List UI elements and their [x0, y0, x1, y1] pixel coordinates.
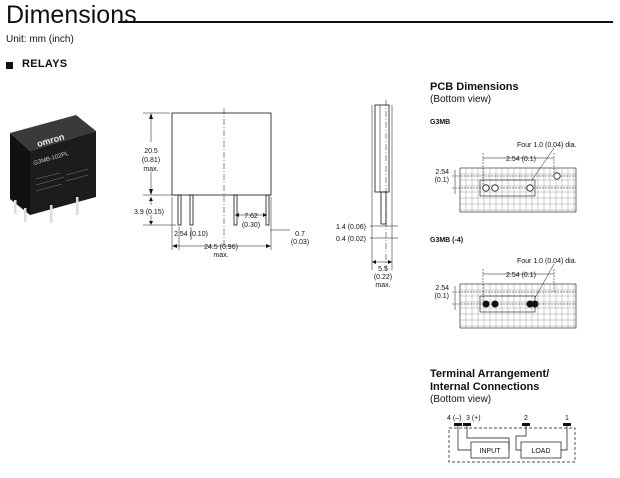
dim-arrow	[172, 244, 177, 248]
pcb-label-g3mb: G3MB	[430, 119, 451, 126]
section-title: RELAYS	[22, 58, 68, 70]
relay-marking-line	[35, 172, 61, 180]
hole-note-g3mb4: Four 1.0 (0.04) dia.	[517, 258, 577, 265]
row-label-a-g3mb: 2.54	[435, 169, 449, 176]
terminal-wire	[561, 425, 568, 451]
row-label-b-g3mb: (0.1)	[435, 177, 449, 184]
dim-arrow	[149, 221, 153, 225]
front-pin-3	[233, 194, 238, 226]
relay-pin	[24, 208, 27, 222]
relay-photo: omron G3MB-102PL	[10, 115, 96, 223]
pcb-hole-filled	[526, 300, 534, 308]
relay-pin	[14, 200, 17, 214]
pcb-hole-filled	[491, 300, 499, 308]
dim-arrow	[235, 213, 239, 217]
dim-pin-thick-inch: (0.03)	[291, 239, 309, 246]
pcb-hole-filled	[531, 300, 539, 308]
terminal-pin-mark	[563, 423, 571, 426]
dim-arrow	[149, 197, 153, 201]
dim-pin-length: 3.9 (0.15)	[134, 209, 164, 216]
dim-depth: 5.5	[378, 266, 388, 273]
pcb-label-g3mb-4: G3MB (-4)	[430, 237, 464, 244]
terminal-wire	[457, 425, 471, 451]
load-label: LOAD	[531, 448, 550, 455]
dim-depth-max: max.	[375, 282, 390, 289]
hole-note-g3mb: Four 1.0 (0.04) dia.	[517, 142, 577, 149]
pcb-hole	[526, 184, 534, 192]
dim-pin-pitch: 2.54 (0.10)	[174, 231, 208, 238]
hole-leader	[534, 263, 555, 299]
side-view-body	[374, 104, 390, 193]
pcb-hole-filled	[482, 300, 490, 308]
unit-note: Unit: mm (inch)	[6, 34, 74, 45]
dim-arrow	[149, 189, 153, 195]
hole-leader	[531, 147, 555, 181]
terminal-title-line1: Terminal Arrangement/	[430, 368, 550, 380]
terminal-outline	[448, 427, 576, 463]
terminal-wire	[515, 425, 527, 451]
page-title: Dimensions	[6, 1, 137, 29]
pcb-hole	[553, 172, 561, 180]
terminal-pin-mark	[522, 423, 530, 426]
terminal-subtitle: (Bottom view)	[430, 394, 492, 405]
pcb-subtitle: (Bottom view)	[430, 94, 492, 105]
pcb-grid-g3mb-4	[459, 283, 577, 329]
dim-pin-width-b: 0.4 (0.02)	[336, 236, 366, 243]
dim-arrow	[266, 244, 271, 248]
front-view-body	[171, 112, 272, 196]
section-square-icon	[6, 62, 13, 69]
front-pin-2	[189, 194, 194, 226]
relay-top-face	[10, 115, 96, 151]
relay-marking-line	[35, 176, 65, 186]
relay-marking-line	[65, 174, 89, 182]
side-pin	[380, 191, 387, 225]
pcb-grid-border	[459, 167, 577, 213]
pcb-grid-g3mb	[459, 167, 577, 213]
dim-pin-thick: 0.7	[295, 231, 305, 238]
relay-marking-line	[65, 168, 89, 176]
dim-pin-span-inch: (0.30)	[242, 222, 260, 229]
pcb-hole	[491, 184, 499, 192]
title-rule	[118, 21, 613, 23]
relay-side-face	[10, 133, 30, 215]
row-label-a-g3mb4: 2.54	[435, 285, 449, 292]
pcb-title: PCB Dimensions	[430, 81, 519, 93]
dim-arrow	[372, 260, 376, 264]
front-pin-4	[265, 194, 270, 226]
dim-pin-width-a: 1.4 (0.06)	[336, 224, 366, 231]
terminal-pin-4: 4 (–)	[447, 415, 461, 422]
terminal-pin-mark	[454, 423, 462, 426]
terminal-title-line2: Internal Connections	[430, 381, 540, 393]
relay-marking-line	[35, 183, 63, 192]
dim-arrow	[388, 260, 392, 264]
pitch-label-g3mb4: 2.54 (0.1)	[506, 272, 536, 279]
pcb-grid-border	[459, 283, 577, 329]
dim-width-max: max.	[213, 252, 228, 259]
dim-depth-inch: (0.22)	[374, 274, 392, 281]
relay-front-face	[30, 131, 96, 215]
dim-height-inch: (0.81)	[142, 157, 160, 164]
relay-pin	[50, 205, 53, 223]
front-pin-1	[177, 194, 182, 226]
terminal-pin-mark	[463, 423, 471, 426]
terminal-wire	[466, 425, 510, 450]
dim-pin-span: 7.62	[244, 213, 258, 220]
pitch-label-g3mb: 2.54 (0.1)	[506, 156, 536, 163]
relay-outline	[479, 179, 536, 197]
terminal-pin-3: 3 (+)	[466, 415, 481, 422]
row-label-b-g3mb4: (0.1)	[435, 293, 449, 300]
dim-arrow	[263, 213, 267, 217]
input-label: INPUT	[480, 448, 502, 455]
terminal-pin-2: 2	[524, 415, 528, 422]
dim-height: 20.5	[144, 148, 158, 155]
terminal-pin-1: 1	[565, 415, 569, 422]
relay-pin	[76, 197, 79, 215]
dim-width: 24.5 (0.96)	[204, 244, 238, 251]
pcb-hole	[482, 184, 490, 192]
dim-arrow	[149, 113, 153, 119]
dim-height-max: max.	[143, 166, 158, 173]
